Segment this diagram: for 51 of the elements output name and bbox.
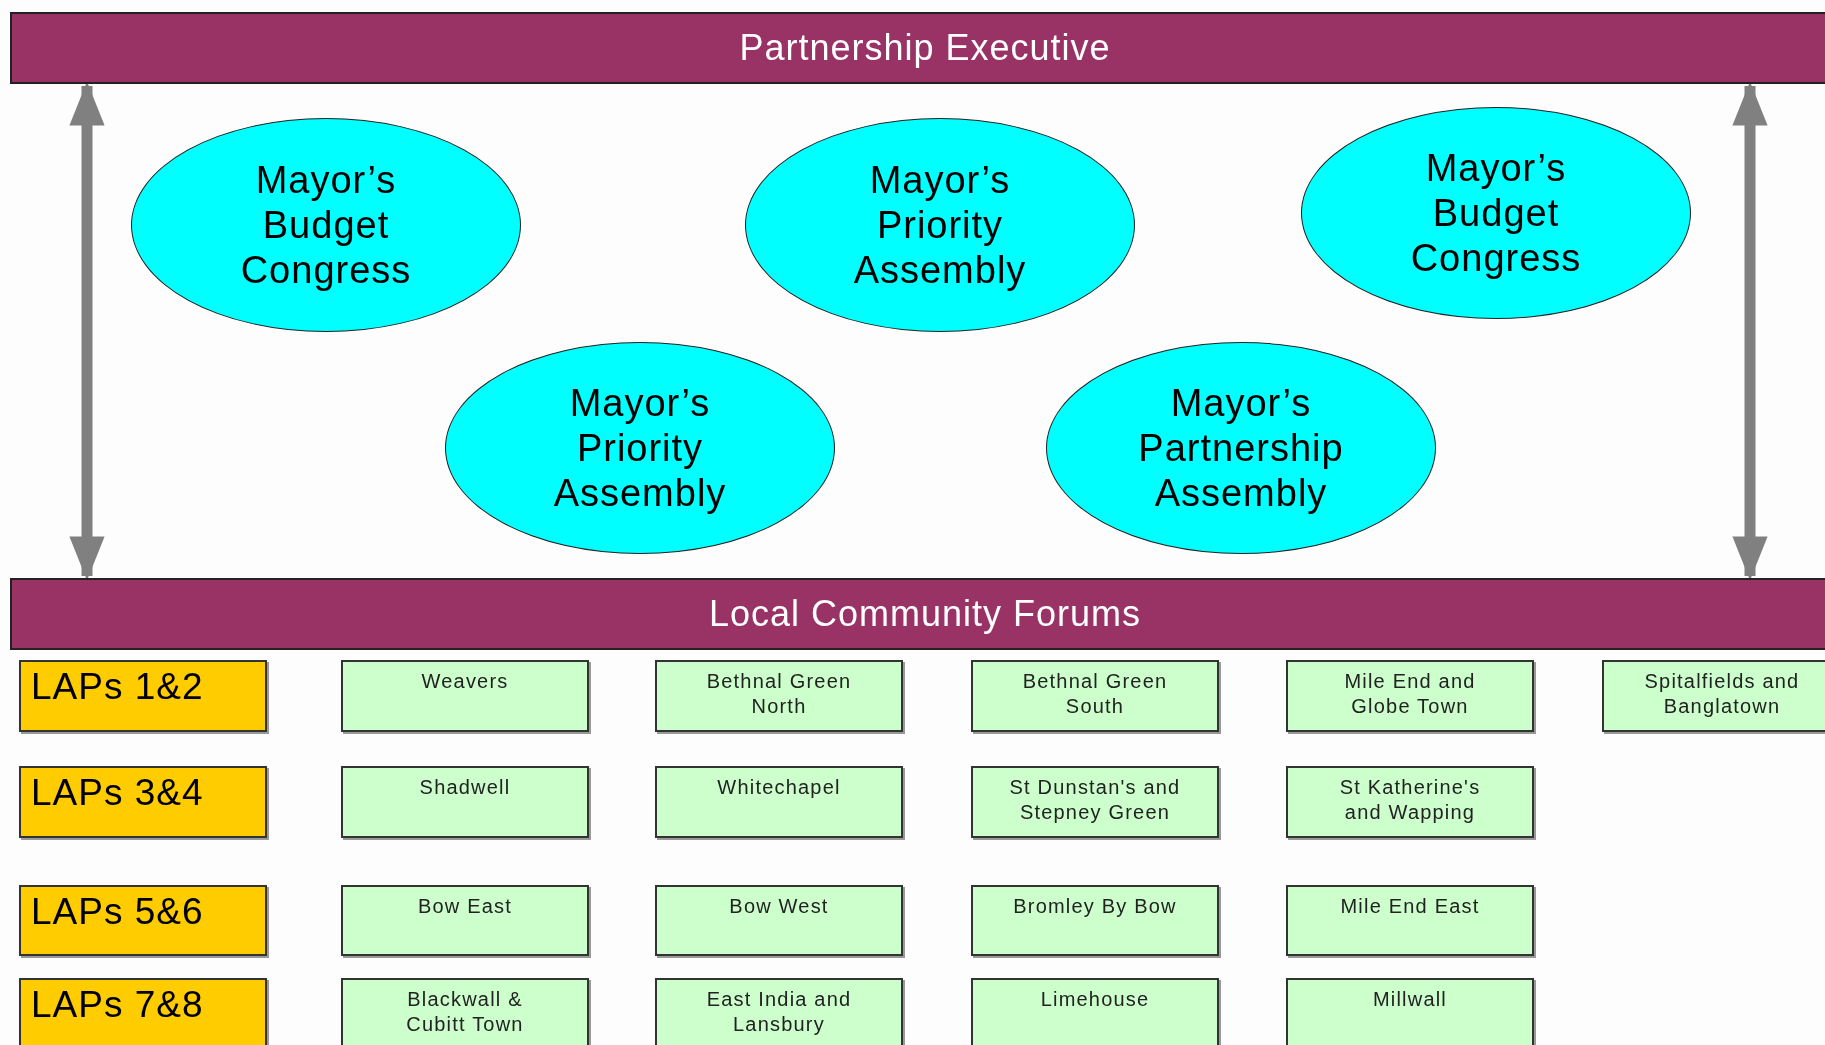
lap-label: LAPs 7&8 — [31, 984, 204, 1025]
ward-label: Limehouse — [1040, 988, 1150, 1010]
ward-label: Millwall — [1372, 988, 1447, 1010]
ward-label: Bethnal Green North — [706, 670, 852, 717]
bar-title: Local Community Forums — [708, 593, 1142, 635]
lap-box — [19, 660, 267, 732]
ward-label: Mile End East — [1340, 895, 1480, 917]
ellipse-label: Mayor’s Priority Assembly — [552, 380, 728, 516]
ward-box — [655, 885, 903, 956]
ward-label: Whitechapel — [717, 776, 841, 798]
ward-label: Bromley By Bow — [1013, 895, 1177, 917]
ward-label: St Katherine's and Wapping — [1339, 776, 1481, 823]
ward-box — [971, 978, 1219, 1045]
ward-box — [341, 885, 589, 956]
ward-box — [1286, 885, 1534, 956]
ellipse-label: Mayor’s Budget Congress — [1409, 145, 1583, 281]
ward-label: Spitalfields and Banglatown — [1644, 670, 1800, 717]
ellipse-label: Mayor’s Partnership Assembly — [1137, 380, 1345, 516]
ward-box — [655, 766, 903, 838]
ward-label: Bethnal Green South — [1022, 670, 1168, 717]
ward-label: St Dunstan's and Stepney Green — [1009, 776, 1181, 823]
ward-box — [1286, 766, 1534, 838]
ward-box — [1286, 978, 1534, 1045]
lap-box — [19, 978, 267, 1045]
lap-label: LAPs 5&6 — [31, 891, 204, 932]
ward-box — [341, 766, 589, 838]
ward-box — [971, 885, 1219, 956]
lap-label: LAPs 3&4 — [31, 772, 204, 813]
lap-label: LAPs 1&2 — [31, 666, 204, 707]
ward-label: Mile End and Globe Town — [1344, 670, 1476, 717]
ward-label: Shadwell — [419, 776, 511, 798]
ward-box — [341, 660, 589, 732]
ellipse-label: Mayor’s Priority Assembly — [852, 157, 1028, 293]
ward-label: Weavers — [421, 670, 509, 692]
header-bar — [10, 578, 1825, 650]
ward-box — [655, 978, 903, 1045]
ward-box — [971, 766, 1219, 838]
ward-box — [1286, 660, 1534, 732]
ellipse-label: Mayor’s Budget Congress — [239, 157, 413, 293]
header-bar — [10, 12, 1825, 84]
bar-title: Partnership Executive — [739, 27, 1111, 69]
ward-box — [341, 978, 589, 1045]
ward-label: Bow West — [729, 895, 829, 917]
ward-box — [971, 660, 1219, 732]
ward-label: Bow East — [417, 895, 513, 917]
ward-label: East India and Lansbury — [706, 988, 852, 1035]
lap-box — [19, 885, 267, 956]
ward-box — [655, 660, 903, 732]
lap-box — [19, 766, 267, 838]
ward-label: Blackwall & Cubitt Town — [406, 988, 524, 1035]
ward-box — [1602, 660, 1825, 732]
